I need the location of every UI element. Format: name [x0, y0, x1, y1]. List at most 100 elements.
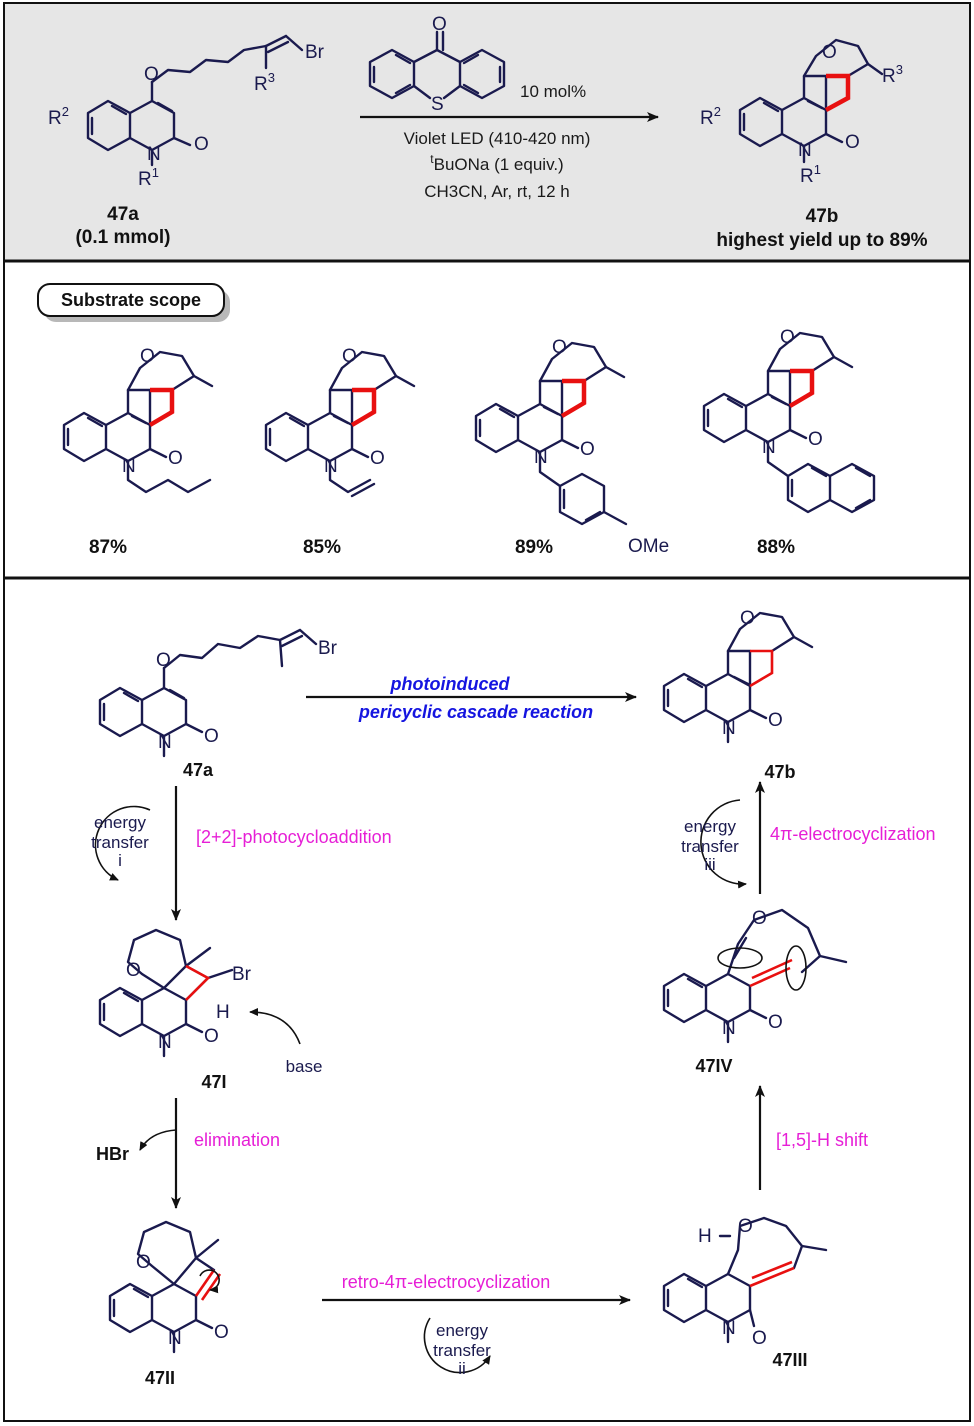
- scope3-yield: 89%: [515, 537, 553, 558]
- hbr-arrow: [139, 1129, 177, 1151]
- mech-47IV-alkene: [749, 958, 793, 988]
- product-r3: R3: [882, 62, 903, 87]
- product-r2: R2: [700, 104, 721, 129]
- mech-47IV-rotation-2: [785, 945, 807, 991]
- mech-47III-o-carbonyl: O: [752, 1328, 767, 1349]
- scope1-o: O: [140, 346, 155, 367]
- cycle-et-i: [94, 805, 151, 881]
- mech-label-47III: 47III: [772, 1350, 807, 1370]
- top-arrow-label-2: pericyclic cascade reaction: [358, 702, 593, 722]
- r2-label: R2: [48, 104, 69, 129]
- scope-compound-4: [702, 331, 876, 514]
- product-o-ring: O: [822, 42, 837, 63]
- mech-47I-h: H: [216, 1002, 230, 1023]
- mech-47a-o: O: [156, 650, 171, 671]
- mech-47III-structure: [662, 1216, 828, 1344]
- highlight-cyclobutene: [824, 73, 851, 112]
- mech-47II-n: N: [168, 1328, 182, 1349]
- hbr-label: HBr: [96, 1144, 129, 1164]
- mech-47I-o-carbonyl: O: [204, 1026, 219, 1047]
- r3-bond: [866, 62, 884, 76]
- mech-47IV-o: O: [752, 908, 767, 929]
- mech-label-47II: 47II: [145, 1368, 175, 1388]
- reaction-panel: [5, 4, 969, 260]
- reactant-47a-structure: [86, 34, 304, 152]
- mech-47I-o: O: [126, 960, 141, 981]
- scope4-n: N: [762, 437, 776, 458]
- mech-47b-o: O: [740, 608, 755, 629]
- reactant-label: 47a: [107, 204, 139, 225]
- step4-label: [1,5]-H shift: [776, 1130, 868, 1150]
- scope3-n: N: [534, 447, 548, 468]
- scope2-o-carbonyl: O: [370, 448, 385, 469]
- base-label: base: [286, 1057, 323, 1076]
- step1-label: [2+2]-photocycloaddition: [196, 827, 392, 847]
- atom-br: Br: [305, 42, 325, 63]
- product-47b-structure: [738, 38, 870, 148]
- mech-47a-br: Br: [318, 638, 338, 659]
- scope4-o: O: [780, 327, 795, 348]
- catalyst-loading: 10 mol%: [520, 82, 586, 101]
- scope4-o-carbonyl: O: [808, 429, 823, 450]
- scope1-yield: 87%: [89, 537, 127, 558]
- mech-label-47a: 47a: [183, 760, 214, 780]
- scope3-o: O: [552, 337, 567, 358]
- scope2-n: N: [324, 456, 338, 477]
- product-r1: R1: [800, 162, 821, 187]
- mech-47III-diene: [749, 1260, 795, 1288]
- mech-47IV-n: N: [722, 1018, 736, 1039]
- r3-label: R3: [254, 70, 275, 95]
- mech-47I-n: N: [158, 1032, 172, 1053]
- scope2-yield: 85%: [303, 537, 341, 558]
- catalyst-s: S: [431, 94, 444, 115]
- mech-47I-br: Br: [232, 964, 252, 985]
- mech-label-47I: 47I: [201, 1072, 226, 1092]
- reactant-amount: (0.1 mmol): [75, 227, 170, 248]
- base-arrow: [249, 1008, 301, 1045]
- mech-47III-o: O: [738, 1216, 753, 1237]
- product-yield: highest yield up to 89%: [716, 230, 927, 251]
- product-o-carbonyl: O: [845, 132, 860, 153]
- top-arrow-label-1: photoinduced: [390, 674, 511, 694]
- mech-47II-o-carbonyl: O: [214, 1322, 229, 1343]
- atom-n: N: [147, 144, 161, 165]
- catalyst-o: O: [432, 14, 447, 35]
- mech-47b-cyclobutene: [749, 649, 774, 688]
- scope3-o-carbonyl: O: [580, 439, 595, 460]
- mech-47a-structure: [98, 628, 318, 758]
- scope1-n: N: [122, 456, 136, 477]
- step3-label: retro-4π-electrocyclization: [342, 1272, 551, 1292]
- mech-47III-n: N: [722, 1318, 736, 1339]
- scope3-ome: OMe: [628, 536, 669, 557]
- cycle-et-iii: [700, 799, 747, 889]
- base-condition: tBuONa (1 equiv.): [430, 152, 563, 174]
- mech-47a-o-carbonyl: O: [204, 726, 219, 747]
- mech-47b-structure: [662, 611, 814, 744]
- mech-47II-alkene: [194, 1269, 222, 1301]
- scope4-yield: 88%: [757, 537, 795, 558]
- mech-47II-structure: [108, 1220, 220, 1354]
- outer-frame: [3, 2, 971, 1422]
- cycle-et-ii: [423, 1317, 491, 1374]
- scope-compound-3: [474, 341, 628, 526]
- step2-label: elimination: [194, 1130, 280, 1150]
- scope-compound-2: [264, 350, 416, 498]
- mech-47II-curl: [199, 1269, 220, 1294]
- mech-47b-o-carbonyl: O: [768, 710, 783, 731]
- mech-47IV-rotation-1: [717, 947, 763, 969]
- thioxanthone-catalyst: [368, 30, 506, 100]
- scope-title: Substrate scope: [61, 290, 201, 310]
- mech-47b-n: N: [722, 718, 736, 739]
- atom-o: O: [144, 64, 159, 85]
- r1-label: R1: [138, 165, 159, 190]
- mech-47IV-o-carbonyl: O: [768, 1012, 783, 1033]
- product-label: 47b: [806, 206, 839, 227]
- mech-label-47IV: 47IV: [695, 1056, 732, 1076]
- solvent-condition: CH3CN, Ar, rt, 12 h: [424, 182, 570, 201]
- step5-label: 4π-electrocyclization: [770, 824, 935, 844]
- scope-badge: [37, 283, 225, 317]
- mech-label-47b: 47b: [764, 762, 795, 782]
